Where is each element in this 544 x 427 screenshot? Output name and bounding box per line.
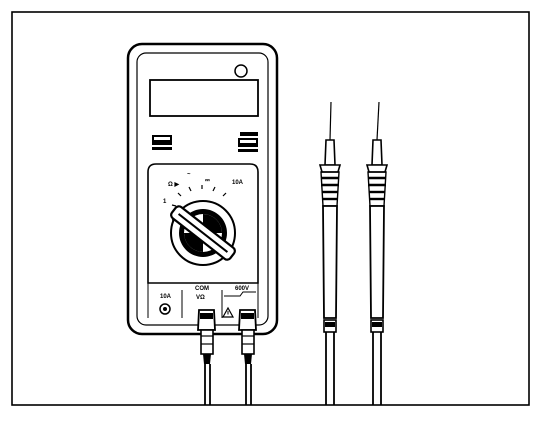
dial-label-left: 1 <box>163 199 167 205</box>
test-probe-right <box>365 101 389 405</box>
jack-label-10a: 10A <box>160 294 172 300</box>
dial-label-amps: 10A <box>232 180 244 186</box>
power-button[interactable] <box>234 64 248 78</box>
dial-label-dc: ⎓ <box>205 178 210 184</box>
lcd-display <box>149 79 259 117</box>
dial-label-ohm: Ω ▶ <box>168 181 179 188</box>
jack-label-volt: VΩ <box>196 295 205 301</box>
test-probe-left <box>318 101 342 405</box>
plugged-lead-com <box>197 309 216 405</box>
plugged-lead-volt <box>238 309 257 405</box>
multimeter: Ω ▶ ~ ⎓ 10A 1 10A <box>126 42 279 336</box>
selector-pointer <box>170 205 236 261</box>
jack-label-warning: 600V <box>235 286 249 292</box>
jack-label-com: COM <box>195 286 209 292</box>
dial-label-ac: ~ <box>187 172 191 178</box>
